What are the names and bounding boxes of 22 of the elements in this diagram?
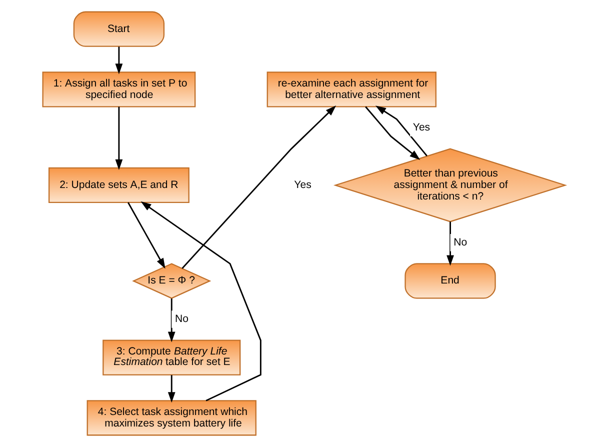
arrow xyxy=(115,106,123,170)
arrow xyxy=(168,375,176,403)
arrow xyxy=(365,106,420,160)
arrow xyxy=(140,201,262,402)
node-box: 4: Select task assignment which maximizes system battery life xyxy=(86,400,256,436)
node-diamond: Is E = Φ ? xyxy=(132,263,212,299)
arrow xyxy=(446,222,454,266)
arrow xyxy=(128,202,166,269)
node-box: End xyxy=(404,263,496,299)
node-box: 3: Compute Battery Life Estimation table for set E xyxy=(102,340,241,376)
edge-label: Yes xyxy=(294,178,312,191)
edge-label: No xyxy=(174,312,188,325)
node-box: re-examine each assignment for better alternative assignment xyxy=(266,72,436,108)
arrow xyxy=(115,46,123,74)
edge-label: No xyxy=(454,236,468,248)
arrow xyxy=(168,298,176,342)
node-box: 2: Update sets A,E and R xyxy=(48,167,190,203)
edge-label: Yes xyxy=(412,121,430,134)
arrow xyxy=(375,106,428,156)
node-box: 1: Assign all tasks in set P to specified node xyxy=(42,72,196,108)
arrow xyxy=(182,105,336,269)
node-box: Start xyxy=(73,11,165,47)
